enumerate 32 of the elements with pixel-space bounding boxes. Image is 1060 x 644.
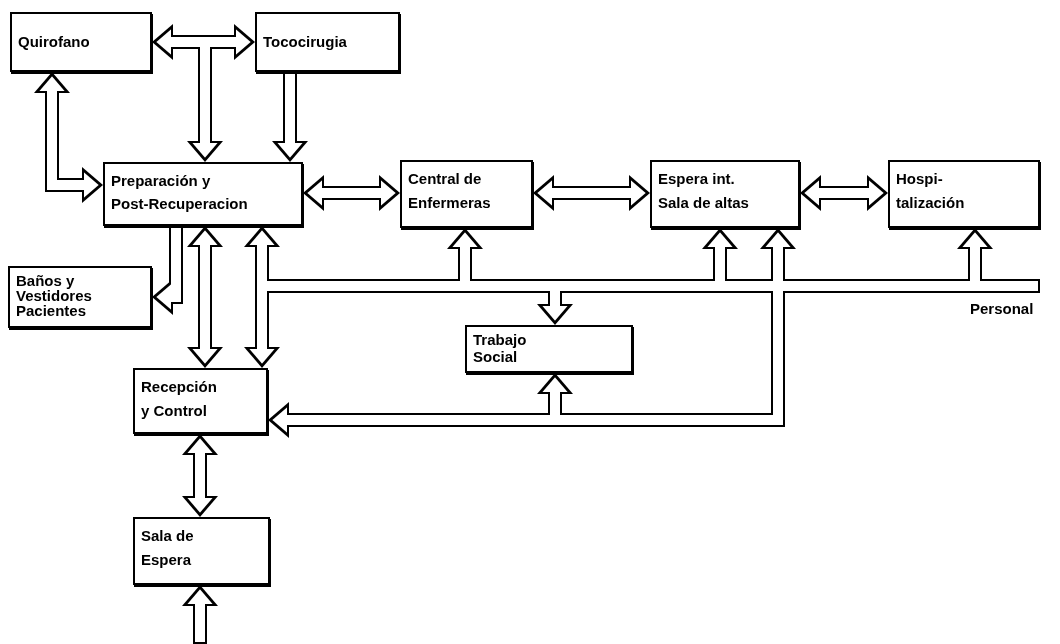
box-label: Baños y Vestidores Pacientes [16, 273, 93, 318]
hollow-arrow [800, 175, 888, 211]
box-label: Recepción y Control [141, 377, 218, 421]
box-label: Hospi- talización [896, 169, 966, 213]
room-box [400, 160, 533, 228]
hollow-arrow [303, 175, 400, 211]
box-label: Sala de Espera [141, 526, 195, 570]
room-box [10, 12, 152, 72]
hollow-arrow [187, 226, 223, 368]
hollow-arrow [34, 72, 103, 203]
hollow-arrow [152, 226, 183, 315]
hollow-arrow [272, 72, 308, 162]
room-box [133, 368, 268, 434]
corridor-label: Personal [970, 300, 1034, 317]
hollow-arrow [268, 228, 796, 438]
box-label: Espera int. Sala de altas [658, 169, 750, 213]
hollow-arrow [182, 434, 218, 517]
room-box [888, 160, 1040, 228]
room-box [8, 266, 152, 328]
hollow-arrow [182, 585, 218, 644]
box-label: Quirofano [18, 32, 91, 52]
box-label: Tococirugia [263, 32, 348, 52]
box-label: Central de Enfermeras [408, 169, 492, 213]
box-label: Preparación y Post-Recuperacion [111, 171, 249, 215]
room-box [465, 325, 633, 373]
hollow-arrow [533, 175, 650, 211]
room-box [103, 162, 303, 226]
room-box [255, 12, 400, 72]
room-box [133, 517, 270, 585]
box-label: Trabajo Social [473, 332, 528, 365]
hollow-arrow [152, 24, 255, 60]
room-box [650, 160, 800, 228]
